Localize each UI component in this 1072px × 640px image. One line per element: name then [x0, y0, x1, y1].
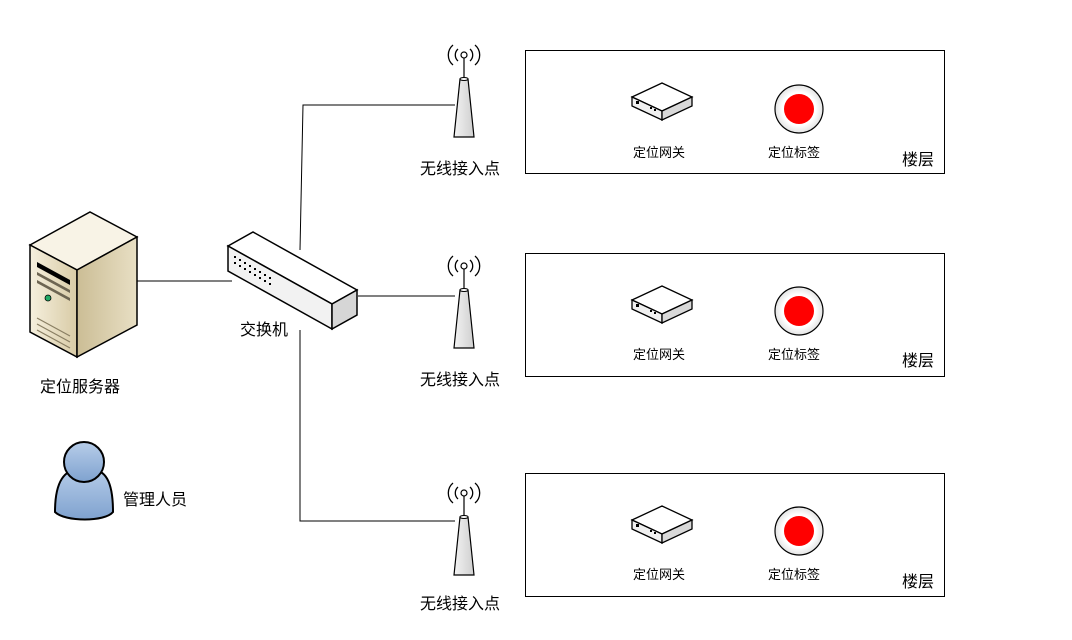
access-point-label-2: 无线接入点: [420, 370, 501, 389]
floor-label-1: 楼层: [902, 150, 935, 169]
floor-box-2: [525, 253, 945, 377]
switch-icon: [226, 231, 359, 331]
gateway-label-2: 定位网关: [633, 348, 686, 363]
antenna-icon-1: [447, 44, 481, 138]
server-label: 定位服务器: [40, 377, 121, 396]
access-point-label-1: 无线接入点: [420, 159, 501, 178]
switch-label: 交换机: [240, 320, 289, 339]
tag-label-2: 定位标签: [768, 348, 821, 363]
admin-label: 管理人员: [123, 490, 188, 509]
tag-icon-2: [774, 286, 824, 336]
tag-label-1: 定位标签: [768, 146, 821, 161]
connection-lines: [137, 104, 455, 522]
tag-label-3: 定位标签: [768, 568, 821, 583]
floor-label-3: 楼层: [902, 572, 935, 591]
floor-label-2: 楼层: [902, 351, 935, 370]
tag-icon-3: [774, 506, 824, 556]
floor-box-3: [525, 473, 945, 597]
antenna-icon-3: [447, 482, 481, 576]
gateway-icon-2: [631, 285, 693, 324]
gateway-label-1: 定位网关: [633, 146, 686, 161]
floor-box-1: [525, 50, 945, 174]
server-icon: [28, 211, 139, 359]
gateway-icon-3: [631, 505, 693, 544]
access-point-label-3: 无线接入点: [420, 594, 501, 613]
gateway-label-3: 定位网关: [633, 568, 686, 583]
gateway-icon-1: [631, 82, 693, 121]
user-icon: [53, 441, 115, 521]
tag-icon-1: [774, 84, 824, 134]
antenna-icon-2: [447, 255, 481, 349]
